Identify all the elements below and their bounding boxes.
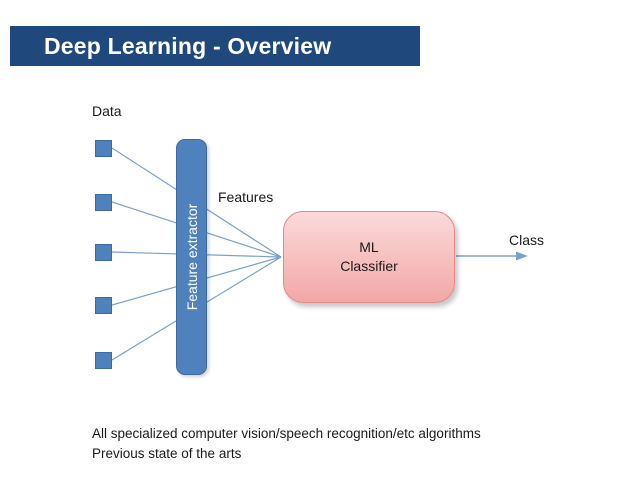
class-label: Class bbox=[509, 232, 545, 248]
footer-notes: All specialized computer vision/speech r… bbox=[92, 424, 481, 464]
data-square bbox=[95, 194, 112, 211]
ml-classifier-label-line2: Classifier bbox=[340, 258, 398, 274]
title-banner: Deep Learning - Overview bbox=[10, 26, 420, 66]
footer-line-1: All specialized computer vision/speech r… bbox=[92, 426, 481, 441]
data-square bbox=[95, 297, 112, 314]
ml-classifier-label-line1: ML bbox=[359, 239, 379, 255]
data-square bbox=[95, 140, 112, 157]
data-label: Data bbox=[92, 103, 122, 119]
features-label: Features bbox=[218, 189, 274, 205]
data-square bbox=[95, 352, 112, 369]
footer-line-2: Previous state of the arts bbox=[92, 446, 242, 461]
feature-extractor-label: Feature extractor bbox=[183, 203, 200, 311]
class-output-arrow bbox=[456, 251, 528, 261]
feature-extractor-box: Feature extractor bbox=[176, 139, 207, 375]
data-square bbox=[95, 244, 112, 261]
ml-classifier-box: ML Classifier bbox=[283, 211, 455, 303]
page-title: Deep Learning - Overview bbox=[44, 32, 332, 59]
